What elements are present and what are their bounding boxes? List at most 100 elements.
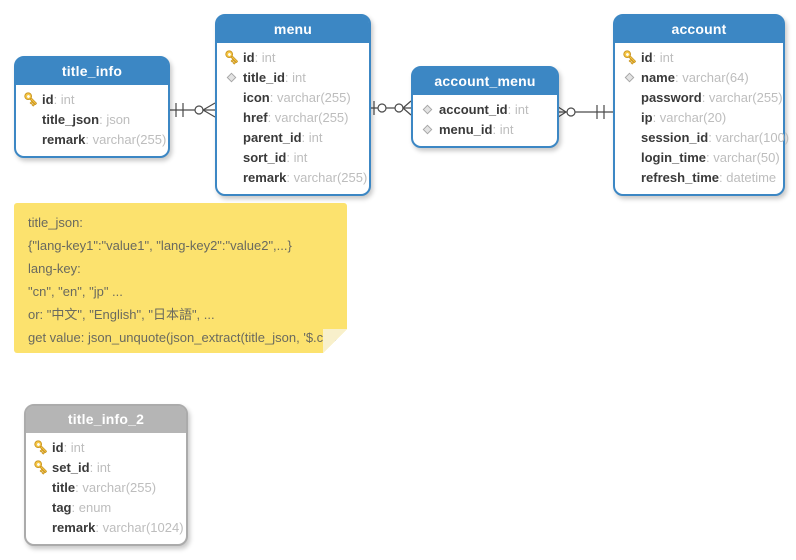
field-type: varchar(255) — [286, 170, 368, 185]
field-name: ip — [641, 109, 653, 125]
table-title[interactable]: account_menu — [413, 68, 557, 95]
field-name: menu_id — [439, 121, 493, 137]
relation-title_info-menu[interactable] — [166, 102, 216, 118]
field-row[interactable]: idint — [21, 89, 163, 109]
field-type: int — [492, 122, 514, 137]
field-row[interactable]: remarkvarchar(255) — [222, 167, 368, 187]
field-row[interactable]: ipvarchar(20) — [620, 107, 778, 127]
field-name: id — [641, 49, 653, 65]
primary-key-icon — [31, 439, 50, 455]
field-name: tag — [52, 499, 72, 515]
field-row[interactable]: hrefvarchar(255) — [222, 107, 364, 127]
field-type: int — [286, 150, 308, 165]
field-name: remark — [52, 519, 96, 535]
field-row[interactable]: sort_idint — [222, 147, 364, 167]
no-icon — [21, 131, 40, 147]
field-name: id — [52, 439, 64, 455]
field-row[interactable]: passwordvarchar(255) — [620, 87, 783, 107]
no-icon — [620, 129, 639, 145]
table-body: idint title_idint iconvarchar(255) hrefv… — [217, 43, 369, 194]
field-name: title_json — [42, 111, 100, 127]
field-row[interactable]: namevarchar(64) — [620, 67, 778, 87]
relation-account_menu-account[interactable] — [554, 104, 613, 120]
field-row[interactable]: parent_idint — [222, 127, 364, 147]
field-type: varchar(1024) — [95, 520, 184, 535]
field-name: remark — [243, 169, 287, 185]
field-name: session_id — [641, 129, 709, 145]
field-type: int — [64, 440, 85, 455]
no-icon — [620, 89, 639, 105]
note-line: {"lang-key1":"value1", "lang-key2":"valu… — [28, 238, 292, 253]
table-account[interactable]: account idint namevarchar(64) passwordva… — [613, 14, 789, 196]
no-icon — [620, 149, 639, 165]
field-row[interactable]: idint — [31, 437, 181, 457]
field-type: int — [54, 92, 75, 107]
field-type: datetime — [719, 170, 776, 185]
field-type: varchar(255) — [270, 90, 351, 105]
note-line: "cn", "en", "jp" ... — [28, 284, 123, 299]
field-type: varchar(255) — [85, 132, 167, 147]
field-type: varchar(100) — [708, 130, 789, 145]
no-icon — [620, 169, 639, 185]
field-type: int — [653, 50, 674, 65]
field-type: enum — [72, 500, 112, 515]
field-row[interactable]: account_idint — [418, 99, 552, 119]
table-title[interactable]: account — [615, 16, 783, 43]
table-title[interactable]: title_info — [16, 58, 168, 85]
field-name: id — [42, 91, 54, 107]
field-row[interactable]: refresh_timedatetime — [620, 167, 778, 187]
field-row[interactable]: login_timevarchar(50) — [620, 147, 780, 167]
field-name: title — [52, 479, 76, 495]
foreign-key-icon — [620, 69, 639, 85]
table-account_menu[interactable]: account_menu account_idint menu_idint — [411, 66, 559, 148]
field-row[interactable]: idint — [222, 47, 364, 67]
relation-menu-account_menu[interactable] — [367, 100, 412, 116]
field-row[interactable]: session_idvarchar(100) — [620, 127, 789, 147]
no-icon — [31, 499, 50, 515]
field-name: refresh_time — [641, 169, 720, 185]
table-menu[interactable]: menu idint title_idint iconvarchar(255) … — [215, 14, 371, 196]
primary-key-icon — [222, 49, 241, 65]
table-title_info_2[interactable]: title_info_2 idint set_idint titlevarcha… — [24, 404, 188, 546]
no-icon — [21, 111, 40, 127]
table-body: idint set_idint titlevarchar(255) tagenu… — [26, 433, 186, 544]
field-name: href — [243, 109, 268, 125]
table-title_info[interactable]: title_info idint title_jsonjson remarkva… — [14, 56, 170, 158]
no-icon — [222, 149, 241, 165]
note-line: get value: json_unquote(json_extract(tit… — [28, 330, 338, 345]
field-row[interactable]: title_idint — [222, 67, 364, 87]
table-body: idint title_jsonjson remarkvarchar(255) — [16, 85, 168, 156]
field-type: int — [255, 50, 276, 65]
foreign-key-icon — [222, 69, 241, 85]
table-body: account_idint menu_idint — [413, 95, 557, 146]
note-line: title_json: — [28, 215, 83, 230]
field-row[interactable]: set_idint — [31, 457, 181, 477]
foreign-key-icon — [418, 121, 437, 137]
no-icon — [222, 129, 241, 145]
field-name: name — [641, 69, 675, 85]
table-body: idint namevarchar(64) passwordvarchar(25… — [615, 43, 789, 194]
field-row[interactable]: iconvarchar(255) — [222, 87, 364, 107]
field-row[interactable]: tagenum — [31, 497, 181, 517]
no-icon — [222, 89, 241, 105]
field-type: json — [99, 112, 130, 127]
field-row[interactable]: titlevarchar(255) — [31, 477, 181, 497]
field-type: int — [508, 102, 529, 117]
table-title[interactable]: title_info_2 — [26, 406, 186, 433]
field-name: id — [243, 49, 255, 65]
field-row[interactable]: remarkvarchar(1024) — [31, 517, 184, 537]
field-row[interactable]: menu_idint — [418, 119, 552, 139]
field-name: title_id — [243, 69, 285, 85]
note-line: or: "中文", "English", "日本語", ... — [28, 307, 215, 322]
field-row[interactable]: idint — [620, 47, 778, 67]
field-row[interactable]: title_jsonjson — [21, 109, 163, 129]
field-row[interactable]: remarkvarchar(255) — [21, 129, 167, 149]
field-type: int — [90, 460, 111, 475]
foreign-key-icon — [418, 101, 437, 117]
sticky-note[interactable]: title_json: {"lang-key1":"value1", "lang… — [14, 203, 347, 353]
field-name: sort_id — [243, 149, 287, 165]
table-title[interactable]: menu — [217, 16, 369, 43]
field-type: varchar(64) — [675, 70, 748, 85]
note-fold-flap — [323, 329, 347, 353]
